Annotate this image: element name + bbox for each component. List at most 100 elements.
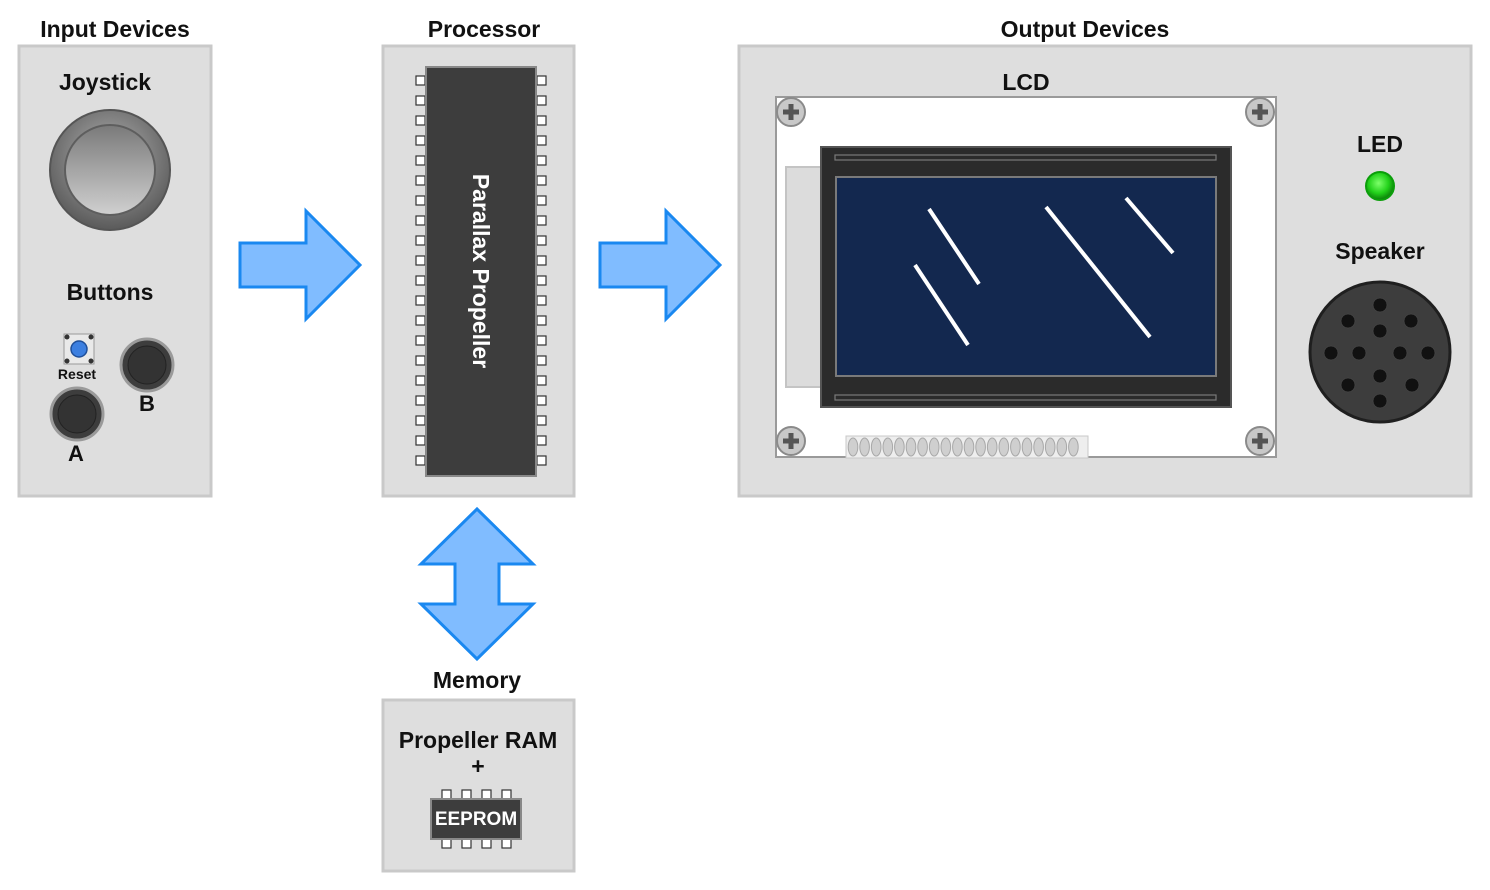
processor-section: Processor Parallax Propeller [381, 16, 576, 498]
chip-pin [536, 195, 547, 206]
speaker-label: Speaker [1335, 238, 1425, 264]
chip-pin [415, 315, 426, 326]
lcd-header-pin [963, 437, 975, 457]
lcd-header-pin [1010, 437, 1021, 457]
reset-button[interactable] [63, 333, 95, 365]
eeprom-chip[interactable] [430, 798, 522, 840]
lcd-header-pin [986, 437, 998, 457]
chip-pin [536, 435, 547, 446]
lcd-header-pin [917, 437, 928, 457]
lcd-header-pin [998, 437, 1010, 457]
chip-pin [415, 115, 426, 126]
right-arrow-icon [238, 207, 363, 323]
processor-title: Processor [428, 16, 541, 42]
plus-label: + [471, 753, 484, 779]
chip-pin [415, 395, 426, 406]
chip-pin [415, 335, 426, 346]
chip-pin [415, 95, 426, 106]
reset-label: Reset [58, 366, 96, 382]
output-devices-section: Output Devices LCD LED Speaker [737, 16, 1473, 498]
right-arrow-icon [598, 207, 723, 323]
input-devices-title: Input Devices [40, 16, 190, 42]
a-button-label: A [68, 441, 84, 466]
memory-panel [381, 698, 576, 873]
chip-pin [536, 375, 547, 386]
chip-pin [536, 215, 547, 226]
screw-icon [776, 426, 806, 456]
lcd-header-pin [1044, 437, 1056, 457]
chip-pin [415, 435, 426, 446]
lcd-header-pin [905, 437, 917, 457]
input-devices-section: Input Devices Joystick Buttons Reset B A [17, 16, 213, 498]
propeller-chip-label: Parallax Propeller [468, 174, 494, 368]
chip-pin [536, 355, 547, 366]
chip-pin [536, 295, 547, 306]
chip-pin [415, 75, 426, 86]
lcd-header-pin [1021, 437, 1033, 457]
chip-pin [536, 335, 547, 346]
chip-pin [415, 375, 426, 386]
chip-pin [536, 75, 547, 86]
chip-pin [536, 275, 547, 286]
propeller-ram-label: Propeller RAM [399, 727, 557, 753]
chip-pin [415, 155, 426, 166]
lcd-bottom-strip [834, 394, 1217, 401]
chip-pin [536, 415, 547, 426]
lcd-glare [913, 196, 1175, 347]
lcd-header-pin [1056, 437, 1068, 457]
screw-icon [1245, 426, 1275, 456]
chip-pin [536, 395, 547, 406]
chip-pin [536, 95, 547, 106]
speaker-icon[interactable] [1308, 280, 1452, 424]
lcd-side-connector [785, 166, 823, 388]
chip-pin [415, 415, 426, 426]
lcd-header-pin [940, 437, 952, 457]
chip-pin [536, 135, 547, 146]
chip-pin [415, 175, 426, 186]
propeller-chip[interactable] [425, 66, 537, 477]
led-icon[interactable] [1365, 171, 1395, 201]
eeprom-label: EEPROM [435, 809, 517, 830]
screw-icon [776, 97, 806, 127]
lcd-header-pin [894, 437, 905, 457]
chip-pin [415, 255, 426, 266]
chip-pin [415, 455, 426, 466]
lcd-module[interactable] [775, 96, 1277, 459]
lcd-header-pin [847, 437, 859, 457]
eeprom-pins [441, 789, 512, 849]
joystick-icon[interactable] [49, 109, 171, 231]
chip-pin [536, 155, 547, 166]
chip-pin [536, 455, 547, 466]
chip-pin [415, 355, 426, 366]
lcd-header-pin [1068, 437, 1079, 457]
output-devices-title: Output Devices [1001, 16, 1170, 42]
lcd-header-pin [1033, 437, 1044, 457]
chip-pin [415, 195, 426, 206]
chip-pin [536, 115, 547, 126]
chip-pin [536, 315, 547, 326]
chip-pin [415, 275, 426, 286]
chip-pin [536, 235, 547, 246]
b-button-label: B [139, 391, 155, 416]
lcd-header-pin [882, 437, 894, 457]
lcd-header-pin [975, 437, 986, 457]
lcd-header-pins [845, 435, 1089, 459]
chip-pin [536, 175, 547, 186]
lcd-header-pin [870, 437, 882, 457]
led-label: LED [1357, 131, 1403, 157]
up-down-arrow-icon [417, 506, 537, 662]
joystick-label: Joystick [59, 69, 151, 95]
chip-pin [415, 215, 426, 226]
screw-icon [1245, 97, 1275, 127]
a-button[interactable] [49, 386, 105, 442]
lcd-header-pin [952, 437, 963, 457]
b-button[interactable] [119, 337, 175, 393]
lcd-label: LCD [1002, 69, 1049, 95]
chip-pin [415, 295, 426, 306]
chip-pin [415, 235, 426, 246]
chip-pin [536, 255, 547, 266]
chip-pin [415, 135, 426, 146]
lcd-header-pin [928, 437, 940, 457]
memory-title: Memory [433, 667, 521, 693]
